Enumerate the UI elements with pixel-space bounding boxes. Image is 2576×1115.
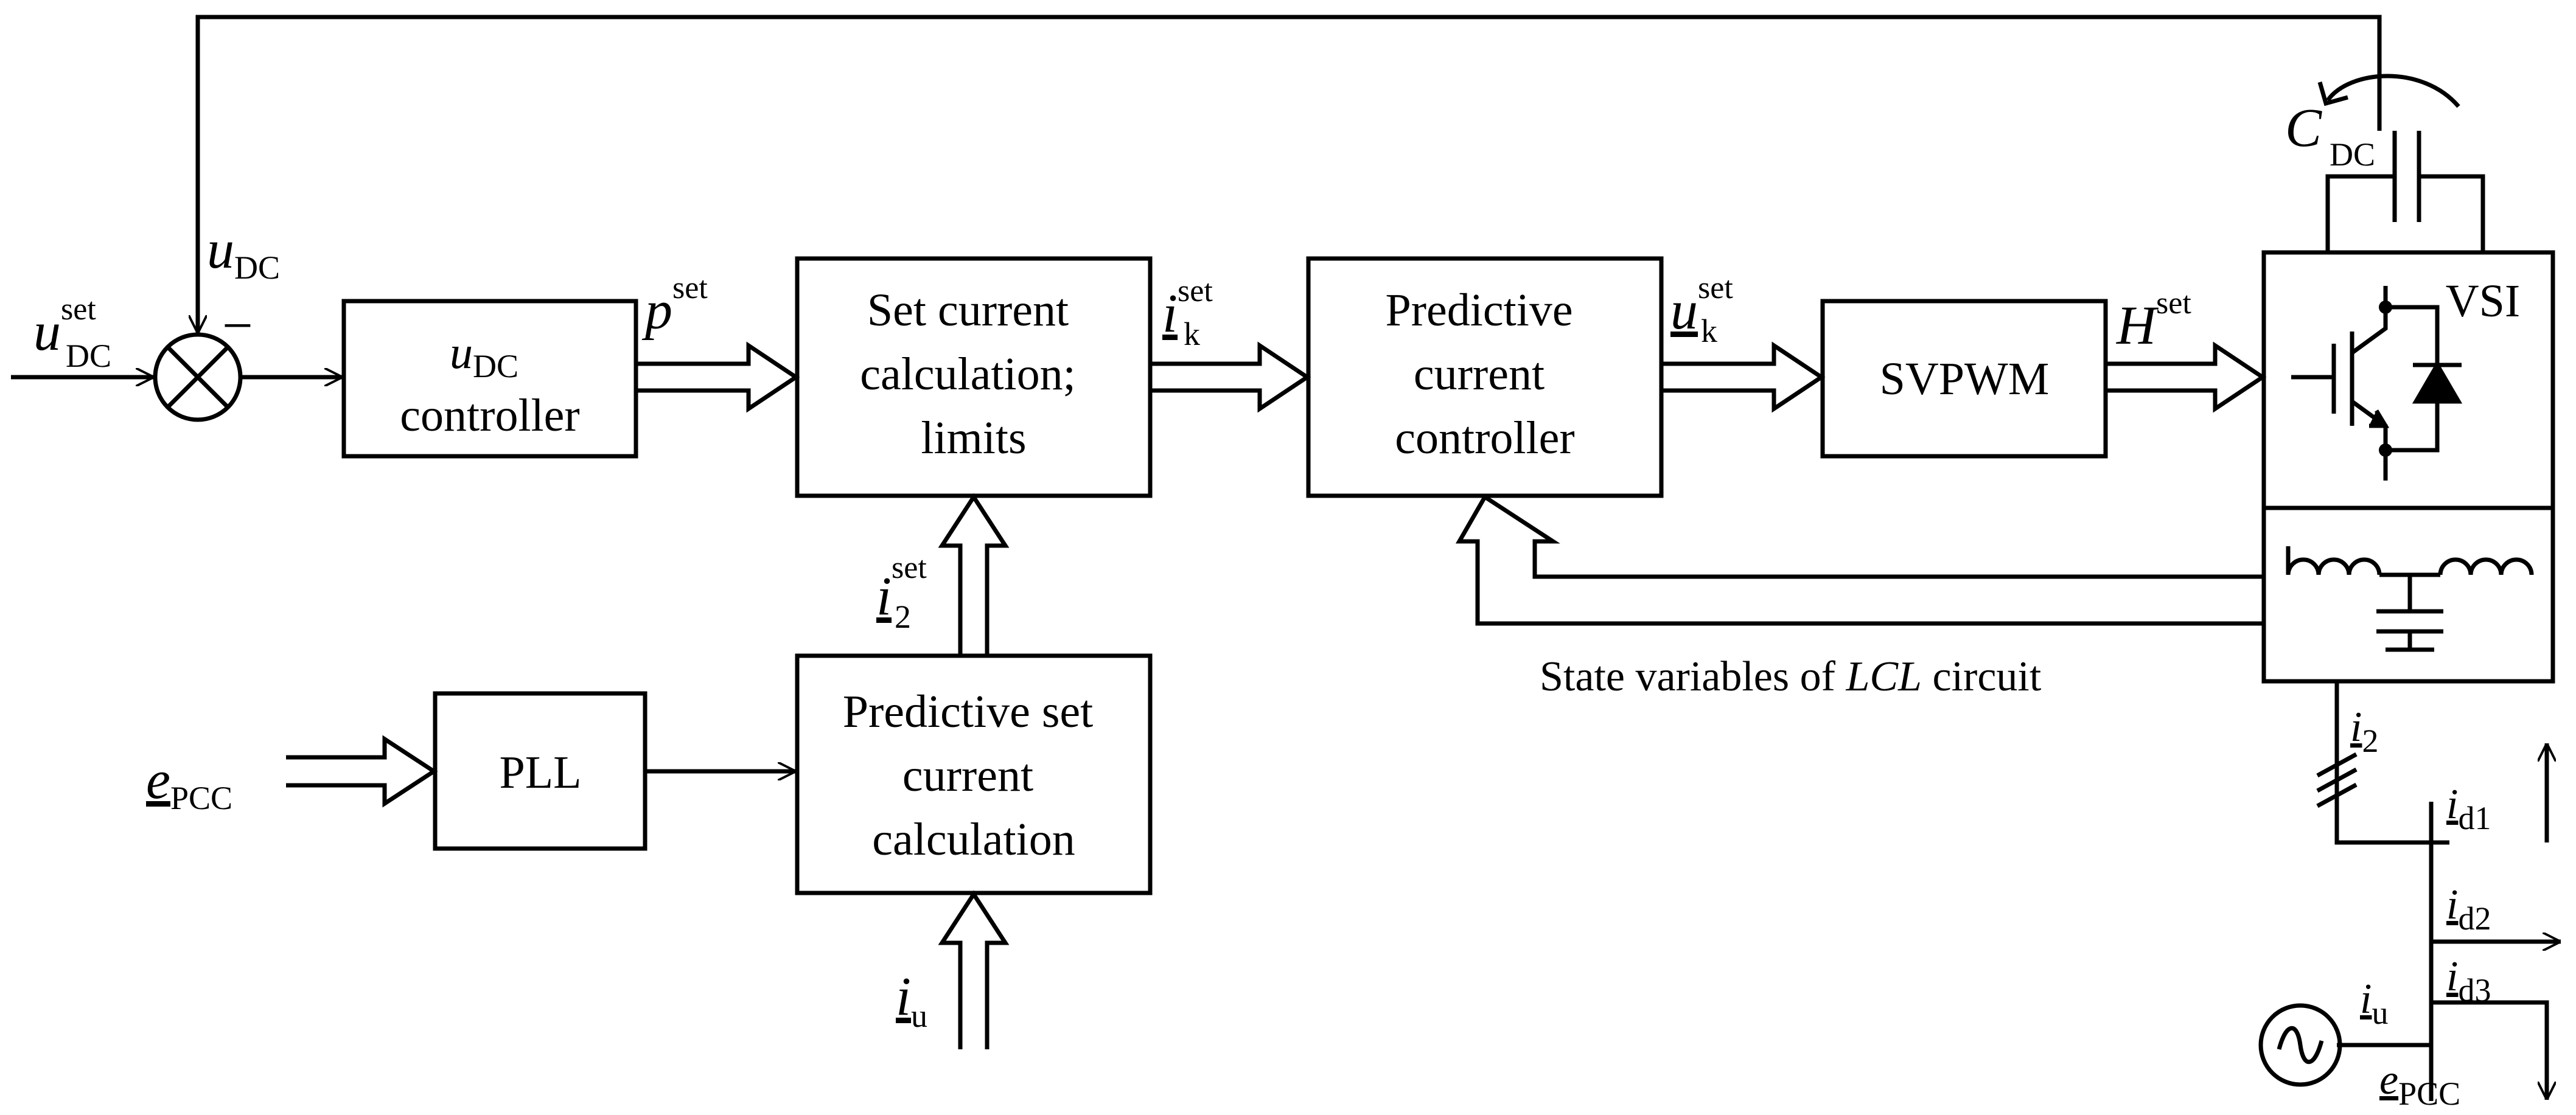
igbt-node-bottom (2379, 443, 2392, 457)
iu-input-double-arrow (938, 890, 1010, 1049)
capacitor-voltage-arrow (2317, 74, 2460, 108)
minus-sign: − (222, 296, 253, 356)
set-current-label: Set current calculation; limits (860, 285, 1087, 464)
p-set-label: pset (641, 271, 708, 341)
id1-label: id1 (2446, 781, 2491, 836)
id3-arrow (2431, 1000, 2547, 1100)
ac-source-icon (2258, 1003, 2342, 1087)
dc-capacitor-icon (2325, 131, 2485, 252)
svpwm-label: SVPWM (1880, 353, 2050, 405)
i2-output-line (2334, 681, 2449, 845)
p-set-double-arrow (636, 341, 800, 413)
h-set-label: Hset (2116, 286, 2191, 356)
pll-label: PLL (499, 747, 581, 798)
iu-right-label: iu (2360, 976, 2388, 1031)
iu-bottom-label: iu (896, 967, 927, 1034)
diode-icon (2386, 305, 2463, 453)
predictive-set-label: Predictive set current calculation (843, 686, 1105, 865)
vsi-label: VSI (2446, 276, 2520, 327)
state-variables-caption: State variables of LCL circuit (1540, 653, 2042, 700)
dc-feedback-line (198, 15, 2382, 333)
vsi-block (2261, 250, 2555, 684)
udc-feedback-label: uDC (207, 220, 280, 286)
udc-controller-block (341, 299, 638, 459)
uk-set-double-arrow (1661, 341, 1826, 413)
e-pcc-double-arrow (286, 735, 438, 808)
e-pcc-left-label: ePCC (146, 750, 232, 816)
h-set-double-arrow (2106, 341, 2267, 413)
ik-set-double-arrow (1150, 341, 1311, 413)
three-phase-slash (2316, 752, 2358, 808)
i2-set-double-arrow (938, 493, 1010, 656)
udc-controller-label: uDC controller (400, 327, 579, 441)
lcl-filter-icon (2286, 546, 2534, 652)
id2-label: id2 (2446, 881, 2491, 937)
predictive-controller-label: Predictive current controller (1385, 285, 1584, 464)
igbt-node-top (2379, 300, 2392, 314)
i2-right-label: i2 (2350, 704, 2378, 759)
e-pcc-right-label: ePCC (2379, 1057, 2460, 1112)
id3-label: id3 (2446, 953, 2491, 1009)
state-variables-double-arrow (1455, 494, 2264, 626)
igbt-icon (2291, 286, 2390, 481)
